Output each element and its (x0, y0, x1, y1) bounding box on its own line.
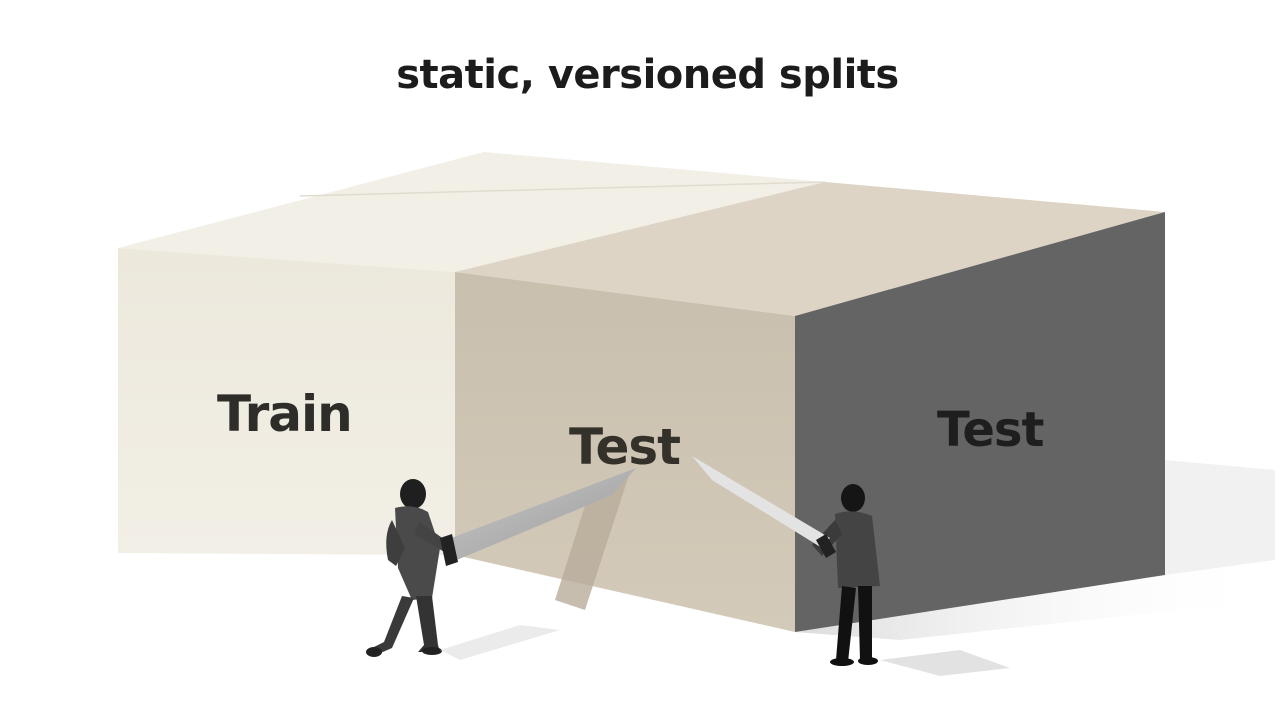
block-floor-shadow (795, 540, 1275, 640)
cut-shadow (555, 472, 630, 610)
train-label: Train (217, 385, 353, 443)
test-middle-label: Test (569, 418, 681, 476)
test-right-block (795, 212, 1165, 632)
left-person (366, 479, 452, 657)
train-block (118, 248, 455, 555)
left-person-shadow (440, 625, 560, 660)
test-middle-block (455, 272, 795, 632)
right-person-shadow (880, 650, 1010, 676)
knife-icon (440, 468, 636, 566)
page-title: static, versioned splits (396, 52, 899, 98)
top-seam (299, 181, 826, 197)
knife-icon (692, 456, 836, 558)
block-top-face-test (455, 182, 1165, 316)
block-floor-shadow-right (1165, 460, 1275, 575)
test-right-label: Test (937, 402, 1044, 458)
